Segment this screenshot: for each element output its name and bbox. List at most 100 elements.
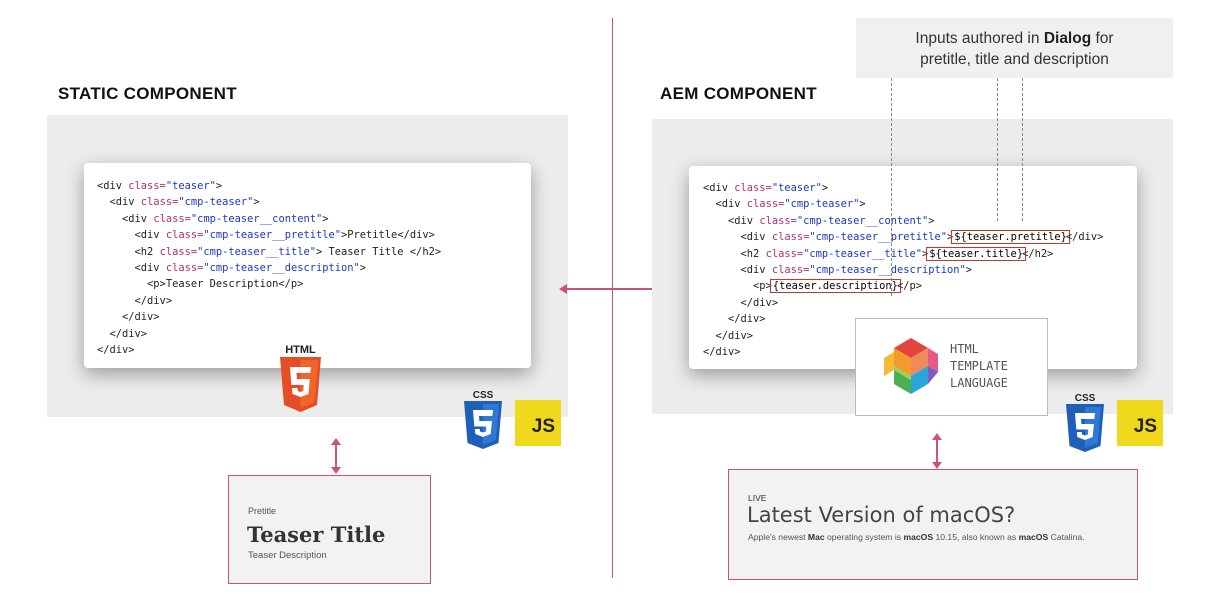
- dialog-note: Inputs authored in Dialog for pretitle, …: [856, 18, 1173, 78]
- code-token: </div>: [703, 313, 766, 326]
- css3-label: CSS: [473, 390, 494, 401]
- dialog-connector-description: [891, 78, 892, 296]
- code-token: >: [947, 231, 954, 244]
- code-line: <p>{teaser.description}</p>: [703, 278, 1103, 294]
- code-token: >: [859, 198, 866, 211]
- teaser-pretitle: Pretitle: [248, 506, 277, 516]
- code-line: </div>: [97, 326, 441, 342]
- code-token: class=: [159, 245, 198, 258]
- dialog-note-line2: pretitle, title and description: [920, 51, 1109, 68]
- code-line: </div>: [703, 328, 1103, 344]
- center-divider: [612, 18, 613, 578]
- code-token: >: [322, 212, 329, 225]
- code-token: <div: [97, 180, 129, 192]
- code-token: class=: [734, 182, 772, 194]
- code-line: </div>: [97, 309, 441, 325]
- code-token: </div>: [97, 327, 148, 340]
- aem-component-heading: AEM COMPONENT: [660, 84, 817, 103]
- static-teaser-preview: Pretitle Teaser Title Teaser Description: [228, 475, 431, 584]
- htl-line-1: HTML: [950, 342, 979, 356]
- code-token: "teaser": [771, 182, 822, 194]
- code-token: class=: [771, 231, 810, 244]
- static-code-card: <div class="teaser"> <div class="cmp-tea…: [84, 163, 531, 368]
- code-line: <div class="cmp-teaser__content">: [97, 211, 441, 227]
- code-token: <div: [97, 262, 166, 275]
- code-token: <div: [703, 231, 772, 244]
- htl-expression: ${teaser.pretitle}: [951, 230, 1070, 245]
- dialog-note-line1: Inputs authored in Dialog for: [915, 30, 1114, 47]
- code-line: <div class="cmp-teaser__content">: [703, 213, 1103, 229]
- code-line: <div class="cmp-teaser__description">: [97, 260, 441, 276]
- code-line: </div>: [703, 295, 1103, 311]
- code-token: <p>Teaser Description</p>: [97, 278, 304, 291]
- htl-expression: {teaser.description}: [769, 279, 901, 294]
- code-token: "cmp-teaser__title": [197, 245, 316, 258]
- code-token: class=: [128, 180, 166, 192]
- code-line: <h2 class="cmp-teaser__title">${teaser.t…: [703, 246, 1103, 262]
- code-token: <h2: [703, 247, 766, 260]
- html5-icon: HTML: [278, 342, 323, 414]
- code-token: class=: [771, 264, 810, 277]
- code-token: "cmp-teaser__content": [190, 212, 323, 225]
- code-line: </div>: [97, 342, 441, 358]
- aem-teaser-pretitle: LIVE: [748, 493, 767, 503]
- description-part: operating system is: [824, 532, 904, 542]
- code-token: </h2>: [1022, 247, 1054, 260]
- html5-label: HTML: [285, 344, 316, 356]
- code-token: </div>: [97, 311, 160, 324]
- css3-label-aem: CSS: [1075, 393, 1096, 404]
- aem-teaser-description: Apple's newest Mac operating system is m…: [748, 532, 1085, 542]
- aem-teaser-title: Latest Version of macOS?: [747, 503, 1016, 527]
- code-token: class=: [165, 229, 204, 242]
- code-line: <div class="cmp-teaser__pretitle">Pretit…: [97, 227, 441, 243]
- code-token: </div>: [703, 346, 741, 359]
- code-token: "cmp-teaser": [178, 196, 254, 209]
- code-token: >: [921, 247, 929, 260]
- teaser-title: Teaser Title: [247, 522, 386, 547]
- code-token: "cmp-teaser__description": [809, 264, 966, 277]
- code-token: <div: [97, 196, 141, 209]
- static-component-heading: STATIC COMPONENT: [58, 84, 237, 103]
- code-token: <div: [703, 182, 735, 194]
- code-token: <h2: [97, 245, 160, 258]
- code-token: <div: [97, 229, 166, 242]
- code-token: >Pretitle</div>: [341, 229, 435, 242]
- code-token: </div>: [703, 329, 754, 342]
- code-token: <div: [703, 214, 760, 227]
- code-token: >: [965, 264, 973, 277]
- code-token: "teaser": [165, 180, 216, 192]
- css3-icon-aem: CSS: [1064, 391, 1106, 453]
- dialog-connector-title: [1022, 78, 1023, 221]
- code-token: >: [359, 262, 367, 275]
- js-icon: JS: [515, 400, 561, 446]
- description-part: Catalina.: [1048, 532, 1085, 542]
- htl-logo-card: HTML TEMPLATE LANGUAGE: [855, 318, 1048, 416]
- teaser-description: Teaser Description: [248, 550, 327, 561]
- code-line: <p>Teaser Description</p>: [97, 276, 441, 292]
- js-icon-aem: JS: [1117, 400, 1163, 446]
- code-line: </div>: [97, 293, 441, 309]
- code-token: </div>: [97, 344, 135, 357]
- code-line: <div class="cmp-teaser__pretitle">${teas…: [703, 229, 1103, 245]
- code-line: <h2 class="cmp-teaser__title"> Teaser Ti…: [97, 244, 442, 260]
- code-token: >: [928, 214, 935, 227]
- description-part: macOS: [903, 532, 934, 542]
- css3-icon: CSS: [462, 388, 504, 450]
- code-token: class=: [765, 247, 804, 260]
- code-token: > Teaser Title </h2>: [315, 245, 442, 258]
- code-token: >: [215, 180, 223, 192]
- dialog-connector-pretitle: [997, 78, 998, 221]
- description-part: Mac: [807, 532, 825, 542]
- htl-expression: ${teaser.title}: [926, 246, 1027, 261]
- code-token: >: [253, 196, 260, 209]
- code-line: <div class="cmp-teaser__description">: [703, 262, 1103, 278]
- code-token: <p>: [703, 280, 772, 293]
- code-token: class=: [165, 262, 204, 275]
- code-token: "cmp-teaser__pretitle": [809, 231, 948, 244]
- description-part: Apple's newest: [748, 532, 808, 542]
- code-token: </div>: [1065, 231, 1104, 244]
- code-token: <div: [703, 198, 747, 211]
- code-token: class=: [759, 214, 797, 227]
- code-token: </p>: [896, 280, 922, 293]
- description-part: 10.15, also known as: [933, 532, 1019, 542]
